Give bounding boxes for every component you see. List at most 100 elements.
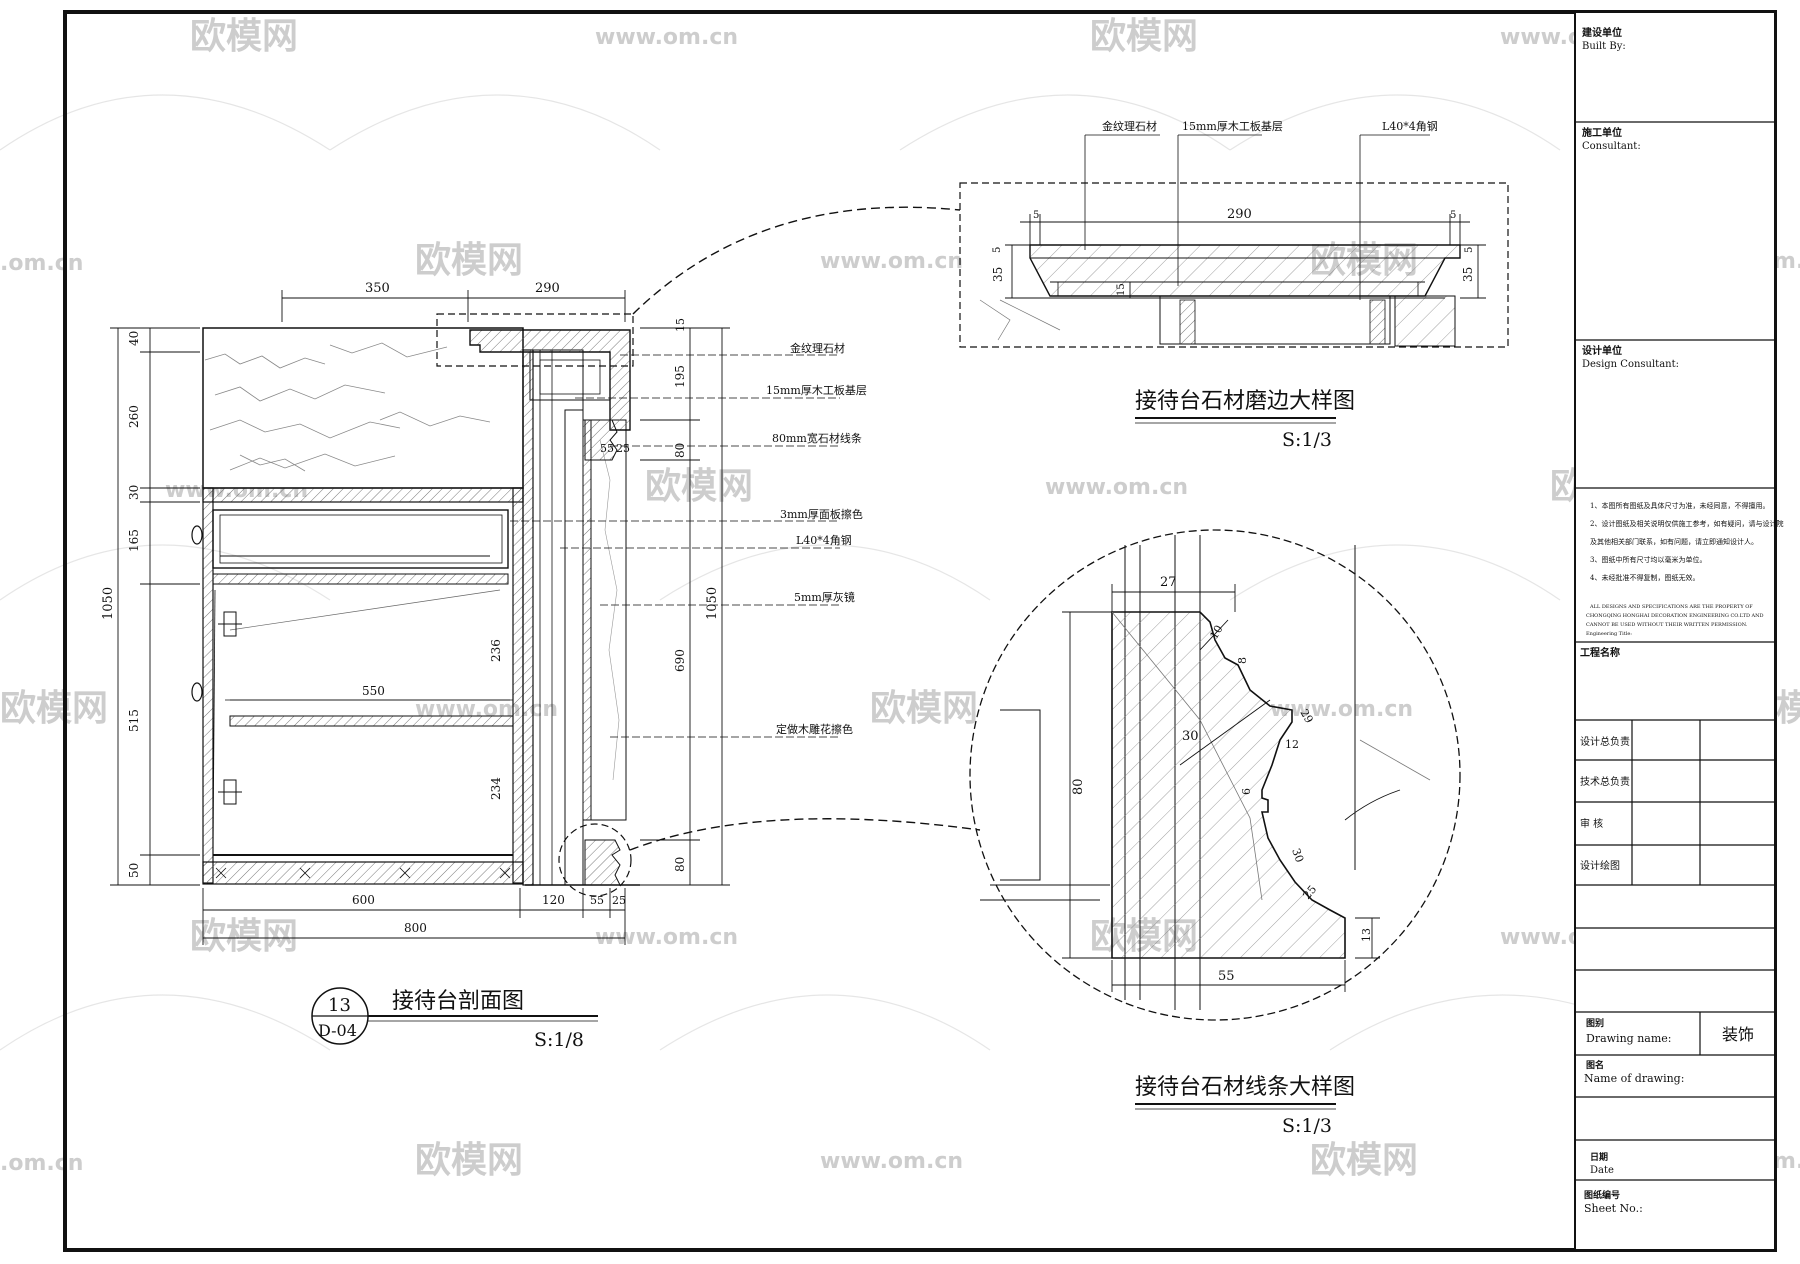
molding-detail-circle xyxy=(969,529,1461,1021)
section-index-number: 13 xyxy=(328,995,351,1016)
watermark-logo: 欧模网 xyxy=(870,688,978,729)
edge-detail: 290 5 5 5 35 15 35 5 金纹理石材 15mm厚木工板基层 L4… xyxy=(959,119,1509,451)
label-wood-carving: 定做木雕花擦色 xyxy=(776,722,853,736)
dim-top-290: 290 xyxy=(535,281,560,296)
watermark-layer: 欧模网 www.om.cn 欧模网 www.om.cn .om.cn 欧模网 w… xyxy=(0,16,1800,1181)
watermark-logo: 欧模网 xyxy=(415,240,523,281)
dim-right-1050: 1050 xyxy=(705,587,720,620)
label-angle-steel: L40*4角钢 xyxy=(796,534,852,547)
edge-dim-35b: 35 xyxy=(1461,267,1475,282)
molding-dim-30b: 30 xyxy=(1289,847,1306,865)
built-by-cn: 建设单位 xyxy=(1581,26,1622,39)
sheet-no-en: Sheet No.: xyxy=(1584,1202,1643,1215)
consultant-cn: 施工单位 xyxy=(1582,126,1622,139)
drawing-name-en: Drawing name: xyxy=(1586,1032,1671,1045)
dim-inner-234: 234 xyxy=(489,777,503,800)
sheet-no-cn: 图纸编号 xyxy=(1584,1189,1620,1201)
edge-detail-frame xyxy=(959,182,1509,348)
dim-right-15: 15 xyxy=(674,318,687,332)
section-view: 350 290 40 260 30 165 1050 515 50 xyxy=(101,206,981,1051)
marble-veins xyxy=(204,342,491,472)
dim-bottom-800: 800 xyxy=(404,921,427,935)
note-2: 2、设计图纸及相关说明仅供施工参考，如有疑问，请与设计院 xyxy=(1590,519,1783,528)
dim-bottom-25: 25 xyxy=(612,894,626,907)
edge-detail-scale: S:1/3 xyxy=(1282,429,1332,451)
dim-right-55: 55 xyxy=(600,442,614,455)
drawing-name-value: 装饰 xyxy=(1722,1025,1754,1044)
watermark-url: .om.cn xyxy=(0,1151,83,1176)
detail-callout-circle xyxy=(558,823,632,897)
watermark-logo: 欧模网 xyxy=(1310,1140,1418,1181)
note-1: 1、本图所有图纸及具体尺寸为准，未经同意，不得擅用。 xyxy=(1590,501,1769,510)
watermark-logo: 欧模网 xyxy=(645,466,753,507)
copyright-2: CHONGQING HONGHAI DECORATION ENGINEERING… xyxy=(1586,613,1764,619)
label-marble: 金纹理石材 xyxy=(790,341,845,355)
edge-dim-5d: 5 xyxy=(1464,247,1475,253)
watermark-url: www.om.cn xyxy=(820,249,963,274)
role-drafting: 设计绘图 xyxy=(1580,859,1620,872)
dim-right-80: 80 xyxy=(673,443,687,458)
date-cn: 日期 xyxy=(1590,1151,1608,1163)
dim-left-260: 260 xyxy=(127,405,141,428)
label-wood-base: 15mm厚木工板基层 xyxy=(766,383,867,397)
molding-dim-13: 13 xyxy=(1360,928,1373,942)
watermark-url: www.om.cn xyxy=(820,1149,963,1174)
note-4: 3、图纸中所有尺寸均以毫米为单位。 xyxy=(1590,555,1706,564)
dim-right-25: 25 xyxy=(616,442,630,455)
molding-dim-12: 12 xyxy=(1285,738,1299,751)
molding-dim-55: 55 xyxy=(1218,969,1235,984)
drawing-name-cn: 图别 xyxy=(1586,1017,1604,1029)
edge-dim-15: 15 xyxy=(1116,283,1127,296)
date-en: Date xyxy=(1590,1165,1614,1176)
molding-detail-title: 接待台石材线条大样图 xyxy=(1135,1075,1355,1100)
dim-right-690: 690 xyxy=(673,649,687,672)
dim-right-195: 195 xyxy=(673,365,687,388)
copyright-1: ALL DESIGNS AND SPECIFICATIONS ARE THE P… xyxy=(1589,604,1753,610)
dim-bottom-55: 55 xyxy=(590,894,604,907)
edge-dim-5c: 5 xyxy=(992,247,1003,253)
molding-dim-10: 10 xyxy=(1207,623,1225,642)
label-veneer: 3mm厚面板擦色 xyxy=(780,507,863,521)
design-consultant-cn: 设计单位 xyxy=(1582,344,1622,357)
edge-dim-5a: 5 xyxy=(1033,210,1039,221)
dim-bottom-600: 600 xyxy=(352,893,375,907)
design-consultant-en: Design Consultant: xyxy=(1582,359,1679,370)
label-stone-line: 80mm宽石材线条 xyxy=(772,431,862,445)
molding-dim-80: 80 xyxy=(1071,778,1086,795)
detail-callout-box xyxy=(436,313,634,367)
dim-inner-550: 550 xyxy=(362,684,385,698)
dim-left-50: 50 xyxy=(127,863,141,878)
built-by-en: Built By: xyxy=(1582,41,1626,52)
consultant-en: Consultant: xyxy=(1582,141,1641,152)
dim-left-1050: 1050 xyxy=(101,587,116,620)
section-index-sheet: D-04 xyxy=(318,1021,357,1040)
name-of-drawing-en: Name of drawing: xyxy=(1584,1072,1684,1085)
watermark-logo: 欧模网 xyxy=(190,16,298,57)
molding-dim-6: 6 xyxy=(1240,788,1253,795)
molding-dim-30a: 30 xyxy=(1182,729,1199,744)
dim-inner-236: 236 xyxy=(489,639,503,662)
molding-detail-scale: S:1/3 xyxy=(1282,1115,1332,1137)
dim-left-165: 165 xyxy=(127,529,141,552)
copyright-3: CANNOT BE USED WITHOUT THEIR WRITTEN PER… xyxy=(1586,622,1748,628)
watermark-logo: 欧模网 xyxy=(0,688,108,729)
section-scale: S:1/8 xyxy=(534,1029,584,1051)
edge-label-angle: L40*4角钢 xyxy=(1382,120,1438,133)
marble-top xyxy=(202,327,524,489)
dim-bottom-120: 120 xyxy=(542,893,565,907)
molding-detail: 27 10 8 29 30 12 6 30 25 80 13 55 接待台石材线… xyxy=(969,529,1461,1137)
role-tech-lead: 技术总负责 xyxy=(1580,775,1630,788)
watermark-logo: 欧模网 xyxy=(190,916,298,957)
dim-right-80b: 80 xyxy=(673,857,687,872)
edge-dim-35a: 35 xyxy=(991,267,1005,282)
watermark-url: www.om.cn xyxy=(595,925,738,950)
edge-dim-290: 290 xyxy=(1227,207,1252,222)
watermark-logo: 欧模网 xyxy=(415,1140,523,1181)
edge-label-wood: 15mm厚木工板基层 xyxy=(1182,119,1283,133)
project-name-label: 工程名称 xyxy=(1580,646,1620,659)
role-design-lead: 设计总负责 xyxy=(1580,735,1630,748)
sheet-border xyxy=(63,10,1777,1252)
dim-top-350: 350 xyxy=(365,281,390,296)
